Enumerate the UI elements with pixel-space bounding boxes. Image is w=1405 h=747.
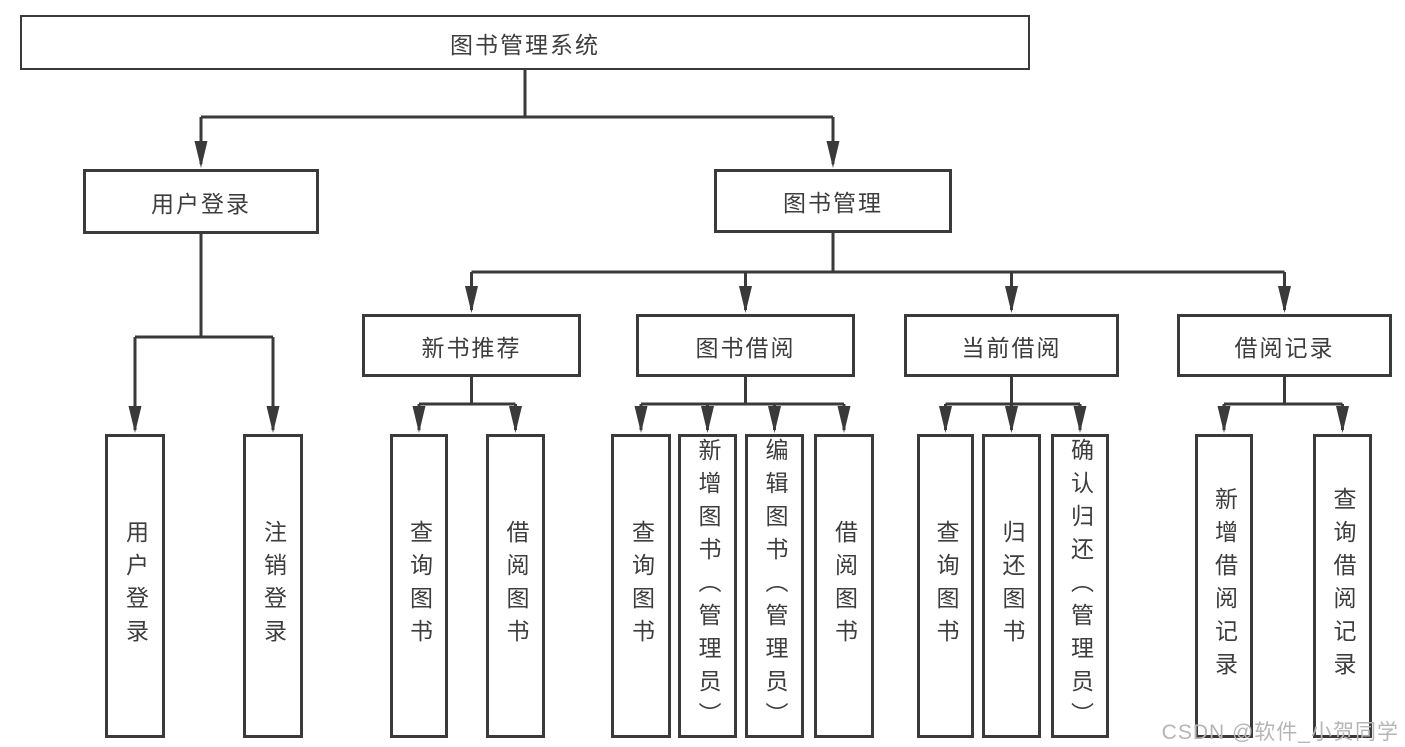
node-book-management: 图书管理 bbox=[714, 169, 952, 233]
leaf-label: 用户登录 bbox=[122, 520, 149, 652]
node-new-book-recommendation: 新书推荐 bbox=[362, 314, 581, 377]
leaf-label: 注销登录 bbox=[260, 520, 287, 652]
node-user-login: 用户登录 bbox=[83, 169, 319, 234]
arrowhead bbox=[837, 406, 851, 433]
leaf-label: 借阅图书 bbox=[503, 520, 529, 652]
leaf-current-return-books: 归还图书 bbox=[982, 434, 1041, 738]
leaf-label: 确认归还（管理员） bbox=[1067, 437, 1094, 735]
leaf-label: 新增图书（管理员） bbox=[695, 437, 721, 735]
leaf-label: 归还图书 bbox=[999, 520, 1025, 652]
leaf-newrec-borrow-books: 借阅图书 bbox=[486, 434, 545, 738]
arrowhead bbox=[1005, 286, 1018, 313]
node-library-management-system: 图书管理系统 bbox=[20, 15, 1030, 70]
leaf-borrow-query-books: 查询图书 bbox=[611, 434, 671, 738]
connector-borrow-records-fan bbox=[1222, 377, 1344, 430]
leaf-label: 查询图书 bbox=[628, 520, 655, 652]
node-current-borrowing: 当前借阅 bbox=[904, 314, 1119, 377]
connector-user-login-fan bbox=[133, 234, 275, 430]
leaf-user-login: 用户登录 bbox=[105, 434, 165, 738]
leaf-borrow-add-books-admin: 新增图书（管理员） bbox=[678, 434, 737, 738]
arrowhead bbox=[739, 286, 752, 313]
arrowhead bbox=[701, 406, 714, 433]
leaf-records-add-record: 新增借阅记录 bbox=[1195, 434, 1253, 738]
arrowhead bbox=[1073, 406, 1087, 433]
leaf-label: 查询图书 bbox=[933, 520, 959, 652]
arrowhead bbox=[768, 406, 781, 433]
arrowhead bbox=[1278, 286, 1291, 313]
arrowhead bbox=[634, 406, 648, 433]
arrowhead bbox=[1005, 406, 1018, 433]
leaf-label: 新增借阅记录 bbox=[1211, 487, 1238, 685]
leaf-records-query-record: 查询借阅记录 bbox=[1313, 434, 1372, 738]
leaf-logout: 注销登录 bbox=[243, 434, 303, 738]
arrowhead bbox=[1336, 406, 1349, 433]
leaf-current-confirm-return-admin: 确认归还（管理员） bbox=[1051, 434, 1109, 738]
node-borrowing-records: 借阅记录 bbox=[1177, 314, 1392, 377]
leaf-borrow-borrow-books: 借阅图书 bbox=[814, 434, 874, 738]
arrowhead bbox=[465, 286, 478, 313]
leaf-borrow-edit-books-admin: 编辑图书（管理员） bbox=[745, 434, 804, 738]
arrowhead bbox=[939, 406, 952, 433]
leaf-label: 借阅图书 bbox=[831, 520, 858, 652]
leaf-current-query-books: 查询图书 bbox=[917, 434, 974, 738]
arrowhead bbox=[194, 141, 208, 168]
arrowhead bbox=[826, 141, 840, 168]
csdn-watermark: CSDN @软件_小贺同学 bbox=[1161, 721, 1399, 744]
arrowhead bbox=[266, 406, 280, 433]
connector-book-mgmt-fan bbox=[470, 233, 1286, 310]
leaf-label: 编辑图书（管理员） bbox=[762, 437, 788, 735]
connector-book-borrow-fan bbox=[639, 377, 846, 430]
connector-root-to-level2 bbox=[199, 70, 835, 164]
arrowhead bbox=[1217, 406, 1231, 433]
arrowhead bbox=[412, 406, 426, 433]
leaf-label: 查询图书 bbox=[406, 520, 433, 652]
arrowhead bbox=[509, 406, 522, 433]
leaf-label: 查询借阅记录 bbox=[1330, 487, 1356, 685]
connector-new-book-fan bbox=[417, 377, 517, 430]
leaf-newrec-query-books: 查询图书 bbox=[390, 434, 448, 738]
arrowhead bbox=[128, 406, 142, 433]
node-book-borrowing: 图书借阅 bbox=[636, 314, 855, 377]
